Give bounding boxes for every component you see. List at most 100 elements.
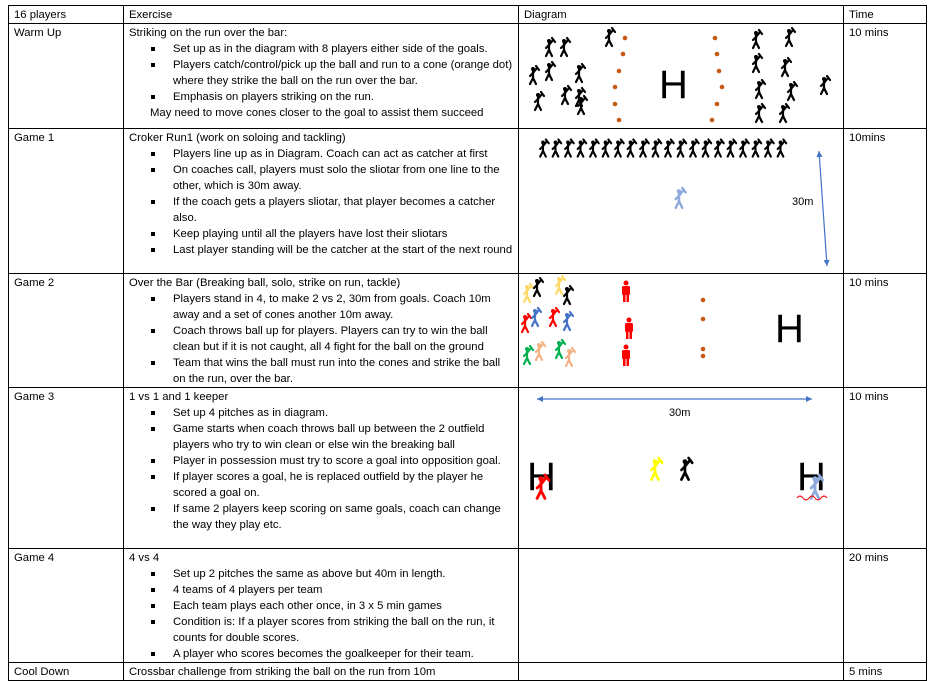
player-figure-icon [544,60,557,82]
player-figure-icon [780,56,793,78]
player-figure-icon [651,138,663,158]
exercise-cell: Croker Run1 (work on soloing and tacklin… [123,128,519,274]
arrow-head-icon [823,259,830,266]
player-figure-icon [689,138,700,158]
bullet-list: Set up 4 pitches as in diagram. Game sta… [129,405,513,533]
cone-icon [700,297,706,303]
player-figure-icon [544,36,557,58]
exercise-title: Croker Run1 (work on soloing and tacklin… [129,132,346,144]
cone-icon [612,84,618,90]
bullet-list: Set up 2 pitches the same as above but 4… [129,566,513,662]
player-figure-icon [751,28,764,50]
player-figure-icon [560,84,573,106]
coach-figure-icon [625,317,633,339]
distance-arrow [818,150,828,267]
player-figure-icon [726,138,738,158]
player-figure-icon [528,64,541,86]
goal-posts-icon: H [775,307,804,351]
player-figure-icon [650,456,664,481]
player-figure-icon [562,310,575,332]
player-figure-icon [576,94,589,116]
row-name: Game 4 [8,548,124,663]
header-row: 16 players Exercise Diagram Time [8,5,927,24]
player-figure-icon [554,274,567,296]
exercise-cell: Over the Bar (Breaking ball, solo, strik… [123,273,519,388]
player-figure-icon [676,138,688,158]
bullet-list: Set up as in the diagram with 8 players … [129,41,513,105]
cone-icon [622,35,628,41]
row-game-4: Game 4 4 vs 4 Set up 2 pitches the same … [8,548,927,663]
arrow-head-icon [806,396,812,402]
row-name: Game 3 [8,387,124,549]
diagram-game-1: 30m [518,128,844,274]
bullet-item: Set up 2 pitches the same as above but 4… [151,566,513,582]
player-figure-icon [680,456,694,481]
row-game-1: Game 1 Croker Run1 (work on soloing and … [8,128,927,274]
player-figure-icon [714,138,725,158]
bullet-item: If same 2 players keep scoring on same g… [151,501,513,533]
time-cell: 10mins [843,128,927,274]
bullet-list: Players line up as in Diagram. Coach can… [129,146,513,258]
row-game-3: Game 3 1 vs 1 and 1 keeper Set up 4 pitc… [8,387,927,549]
row-name: Game 2 [8,273,124,388]
bullet-item: Player in possession must try to score a… [151,453,513,469]
row-name: Warm Up [8,23,124,129]
bullet-item: If the coach gets a players sliotar, tha… [151,194,513,226]
diagram-game-4 [518,548,844,663]
exercise-title: 1 vs 1 and 1 keeper [129,391,229,403]
player-figure-icon [533,90,546,112]
cone-icon [616,117,622,123]
player-figure-icon [574,62,587,84]
row-game-2: Game 2 Over the Bar (Breaking ball, solo… [8,273,927,388]
time-cell: 10 mins [843,387,927,549]
bullet-item: Set up as in the diagram with 8 players … [151,41,513,57]
cone-icon [612,101,618,107]
bullet-item: 4 teams of 4 players per team [151,582,513,598]
time-cell: 5 mins [843,662,927,681]
player-figure-icon [534,340,547,362]
player-figure-icon [522,282,535,304]
player-figure-icon [551,138,563,158]
player-figure-icon [786,80,799,102]
bullet-item: Coach throws ball up for players. Player… [151,323,513,355]
cone-icon [719,84,725,90]
bullet-item: Players catch/control/pick up the ball a… [151,59,513,87]
player-figure-icon [778,102,791,124]
player-figure-icon [751,138,763,158]
player-figure-icon [739,138,750,158]
player-figure-icon [701,138,713,158]
player-figure-icon [589,138,600,158]
bullet-list: Players stand in 4, to make 2 vs 2, 30m … [129,291,513,387]
diagram-game-2: H [518,273,844,388]
player-figure-icon [674,186,687,210]
cone-icon [716,68,722,74]
coach-figure-icon [622,344,630,366]
bullet-item: Players line up as in Diagram. Coach can… [151,146,513,162]
cone-icon [714,101,720,107]
exercise-title: 4 vs 4 [129,552,160,564]
diagram-cool-down [518,662,844,681]
exercise-cell: 4 vs 4 Set up 2 pitches the same as abov… [123,548,519,663]
player-figure-icon [535,473,551,500]
exercise-title: Crossbar challenge from striking the bal… [123,662,519,681]
player-figure-icon [819,74,832,96]
header-players: 16 players [8,5,124,24]
row-name: Game 1 [8,128,124,274]
player-figure-icon [522,344,535,366]
bullet-item: Keep playing until all the players have … [151,226,513,242]
exercise-note: May need to move cones closer to the goa… [150,107,484,119]
player-figure-icon [548,306,561,328]
time-cell: 10 mins [843,23,927,129]
bullet-item: Game starts when coach throws ball up be… [151,421,513,453]
diagram-canvas: H [520,274,804,368]
header-exercise: Exercise [123,5,519,24]
bullet-item: On coaches call, players must solo the s… [151,162,513,194]
header-diagram: Diagram [518,5,844,24]
time-cell: 20 mins [843,548,927,663]
player-figure-icon [809,473,825,500]
player-figure-icon [562,284,575,306]
player-figure-icon [626,138,638,158]
goal-posts-icon: H [659,63,688,107]
cone-icon [709,117,715,123]
diagram-warm-up: H [518,23,844,129]
